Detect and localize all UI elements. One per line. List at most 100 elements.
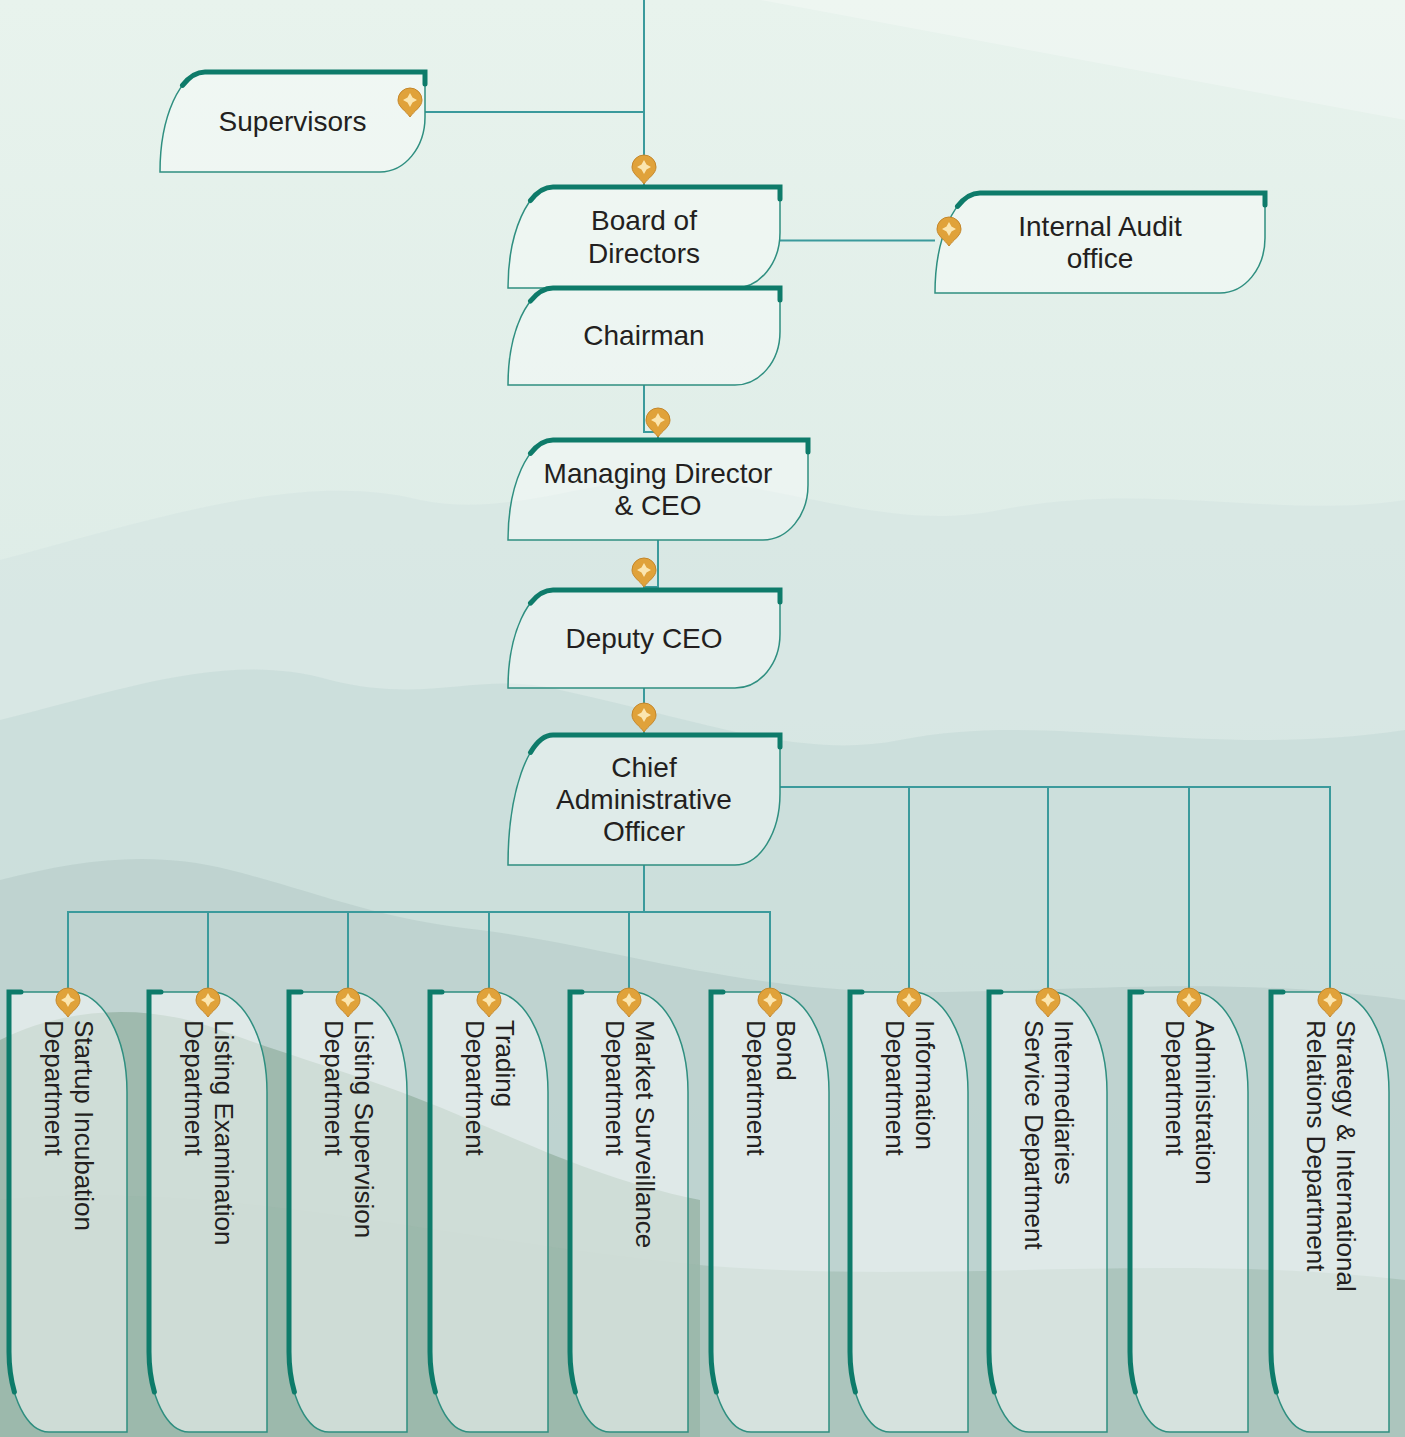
department-box: Strategy & International Relations Depar… (1271, 992, 1389, 1432)
department-box: Startup Incubation Department (9, 992, 127, 1432)
pin-marker (1318, 988, 1342, 1017)
department-box: Bond Department (711, 992, 829, 1432)
pin-marker (336, 988, 360, 1017)
pin-star (637, 563, 651, 577)
leaf-outline (570, 992, 688, 1432)
pin-body (1036, 988, 1060, 1017)
box-label: Market Surveillance Department (599, 1020, 659, 1320)
box-label: Listing Supervision Department (318, 1020, 378, 1320)
accent-border (570, 992, 582, 1392)
pin-body (617, 988, 641, 1017)
accent-border (850, 992, 862, 1392)
leaf-outline (1130, 992, 1248, 1432)
box-label: Supervisors (219, 106, 367, 138)
leaf-outline (1271, 992, 1389, 1432)
pin-star (902, 993, 916, 1007)
box-text-group: Managing Director & CEO (508, 440, 808, 540)
box-label: Trading Department (459, 1020, 519, 1180)
connector-line (425, 112, 644, 187)
light-ray (760, 0, 1405, 120)
accent-border (958, 193, 1266, 206)
accent-border (1271, 992, 1283, 1392)
accent-border (531, 288, 781, 301)
pin-marker (937, 217, 961, 246)
far-ridge (0, 479, 1405, 1437)
box-label: Managing Director & CEO (543, 458, 773, 522)
pin-body (1177, 988, 1201, 1017)
pin-marker (477, 988, 501, 1017)
leaf-outline (149, 992, 267, 1432)
pin-body (477, 988, 501, 1017)
connector-line (780, 787, 909, 992)
pin-body (758, 988, 782, 1017)
pin-body (56, 988, 80, 1017)
office-box: Supervisors (160, 72, 425, 172)
accent-border (149, 992, 161, 1392)
pin-body (646, 408, 670, 437)
box-text-group: Information Department (879, 1020, 939, 1180)
leaf-outline (508, 187, 780, 288)
pin-body (398, 88, 422, 117)
accent-border (183, 72, 426, 85)
pin-star (942, 222, 956, 236)
pin-marker (1036, 988, 1060, 1017)
pin-marker (897, 988, 921, 1017)
accent-border (711, 992, 723, 1392)
pin-marker (398, 88, 422, 117)
pin-marker (196, 988, 220, 1017)
leaf-outline (289, 992, 407, 1432)
near-ridge (0, 859, 1405, 1437)
pin-body (196, 988, 220, 1017)
department-box: Intermediaries Service Department (989, 992, 1107, 1432)
pin-star (1323, 993, 1337, 1007)
pin-marker (632, 558, 656, 587)
leaf-outline (508, 735, 780, 865)
box-text-group: Bond Department (740, 1020, 800, 1180)
office-box: Internal Audit office (935, 193, 1265, 293)
box-text-group: Chief Administrative Officer (508, 735, 780, 865)
leaf-outline (989, 992, 1107, 1432)
connector-line (348, 865, 644, 992)
pin-star (1041, 993, 1055, 1007)
leaf-outline (935, 193, 1265, 293)
connector-line (780, 240, 935, 242)
pin-body (937, 217, 961, 246)
leaf-outline (430, 992, 548, 1432)
connector-line (780, 787, 1189, 992)
accent-border (9, 992, 21, 1392)
leaf-outline (160, 72, 425, 172)
connector-line (629, 865, 644, 992)
leaf-outline (508, 440, 808, 540)
accent-border (531, 590, 781, 603)
pin-marker (632, 703, 656, 732)
leaf-outline (508, 288, 780, 385)
box-text-group: Supervisors (160, 72, 425, 172)
accent-border (430, 992, 442, 1392)
pin-body (897, 988, 921, 1017)
connector-line (208, 865, 644, 992)
connector-line (489, 865, 644, 992)
pin-marker (617, 988, 641, 1017)
pin-star (763, 993, 777, 1007)
box-text-group: Administration Department (1159, 1020, 1219, 1220)
department-box: Market Surveillance Department (570, 992, 688, 1432)
pin-marker (56, 988, 80, 1017)
department-box: Listing Examination Department (149, 992, 267, 1432)
department-box: Administration Department (1130, 992, 1248, 1432)
box-label: Intermediaries Service Department (1018, 1020, 1078, 1260)
leaf-outline (9, 992, 127, 1432)
department-box: Trading Department (430, 992, 548, 1432)
box-text-group: Deputy CEO (508, 590, 780, 688)
box-label: Deputy CEO (565, 623, 722, 655)
office-box: Chairman (508, 288, 780, 385)
pin-body (632, 155, 656, 184)
pin-marker (758, 988, 782, 1017)
pin-star (1182, 993, 1196, 1007)
accent-border (531, 187, 781, 201)
pin-body (632, 703, 656, 732)
accent-border (289, 992, 301, 1392)
accent-border (1130, 992, 1142, 1392)
